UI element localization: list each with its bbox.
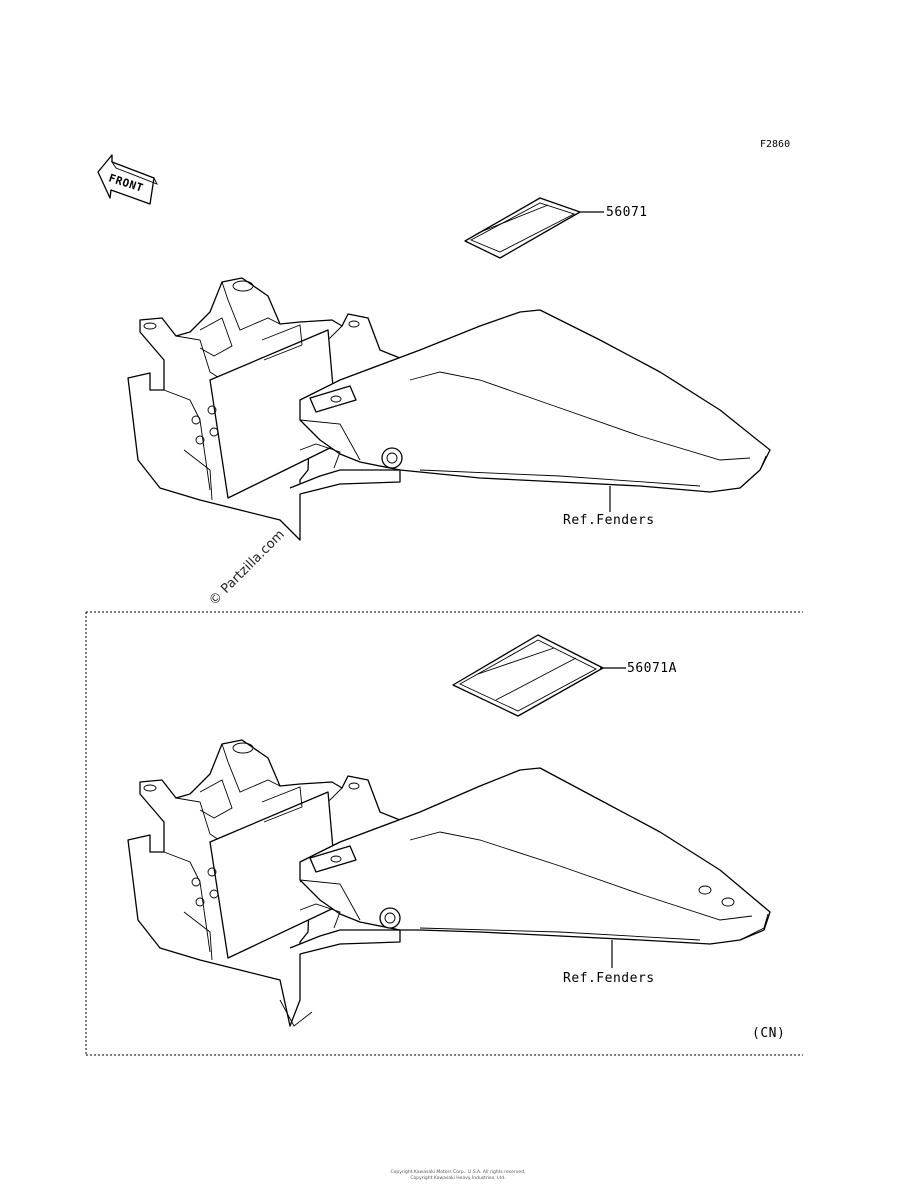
label-ref-fenders-bottom[interactable]: Ref.Fenders <box>563 971 655 986</box>
battery-tray-top <box>127 277 411 541</box>
label-56071a[interactable]: 56071A <box>627 661 677 676</box>
decal-56071[interactable] <box>464 197 581 259</box>
rear-fender-bottom <box>289 767 771 955</box>
label-ref-fenders-top[interactable]: Ref.Fenders <box>563 513 655 528</box>
region-label-cn: (CN) <box>752 1026 785 1041</box>
label-56071[interactable]: 56071 <box>606 205 648 220</box>
cn-section-frame <box>85 611 803 1056</box>
diagram-code: F2860 <box>760 139 790 150</box>
rear-fender-top <box>289 309 771 495</box>
footer-copyright-2: Copyright Kawasaki Heavy Industries, Ltd… <box>410 1175 505 1181</box>
footer-copyright-1: Copyright Kawasaki Motors Corp., U.S.A. … <box>391 1169 526 1175</box>
battery-tray-bottom <box>127 739 411 1027</box>
decal-56071a[interactable] <box>452 634 604 717</box>
front-arrow-icon: FRONT <box>97 154 158 205</box>
watermark: © Partzilla.com <box>206 527 288 609</box>
